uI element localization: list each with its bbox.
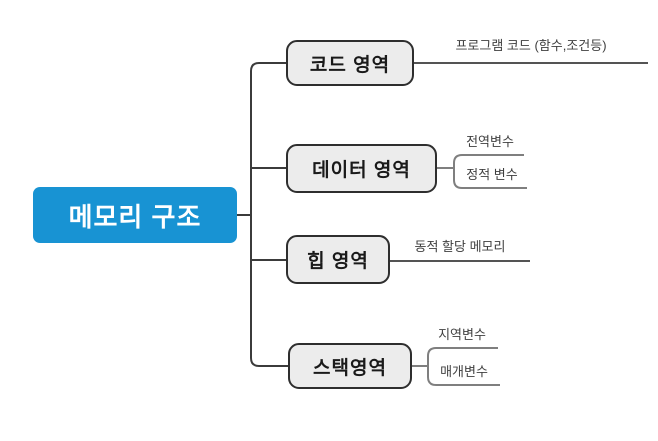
leaf-node-dynamic-allocation-memory[interactable]: 동적 할당 메모리 bbox=[414, 239, 506, 254]
leaf-node-program-code[interactable]: 프로그램 코드 (함수,조건등) bbox=[455, 38, 607, 53]
connector-trunk-up-code bbox=[250, 62, 286, 215]
connector-trunk-down-stack bbox=[250, 215, 288, 367]
leaf-node-parameters[interactable]: 매개변수 bbox=[440, 364, 488, 379]
branch-node-data-area[interactable]: 데이터 영역 bbox=[286, 144, 437, 193]
leaf-lines-data-children bbox=[453, 154, 527, 189]
branch-node-code-area[interactable]: 코드 영역 bbox=[286, 40, 414, 86]
root-node-memory-structure[interactable]: 메모리 구조 bbox=[33, 187, 237, 243]
leaf-node-local-variables[interactable]: 지역변수 bbox=[438, 327, 486, 342]
leaf-node-static-variables[interactable]: 정적 변수 bbox=[466, 167, 518, 182]
branch-node-heap-area[interactable]: 힙 영역 bbox=[286, 235, 390, 284]
leaf-lines-stack-children bbox=[427, 347, 500, 386]
leaf-node-global-variables[interactable]: 전역변수 bbox=[466, 134, 514, 149]
branch-node-stack-area[interactable]: 스택영역 bbox=[288, 343, 412, 389]
